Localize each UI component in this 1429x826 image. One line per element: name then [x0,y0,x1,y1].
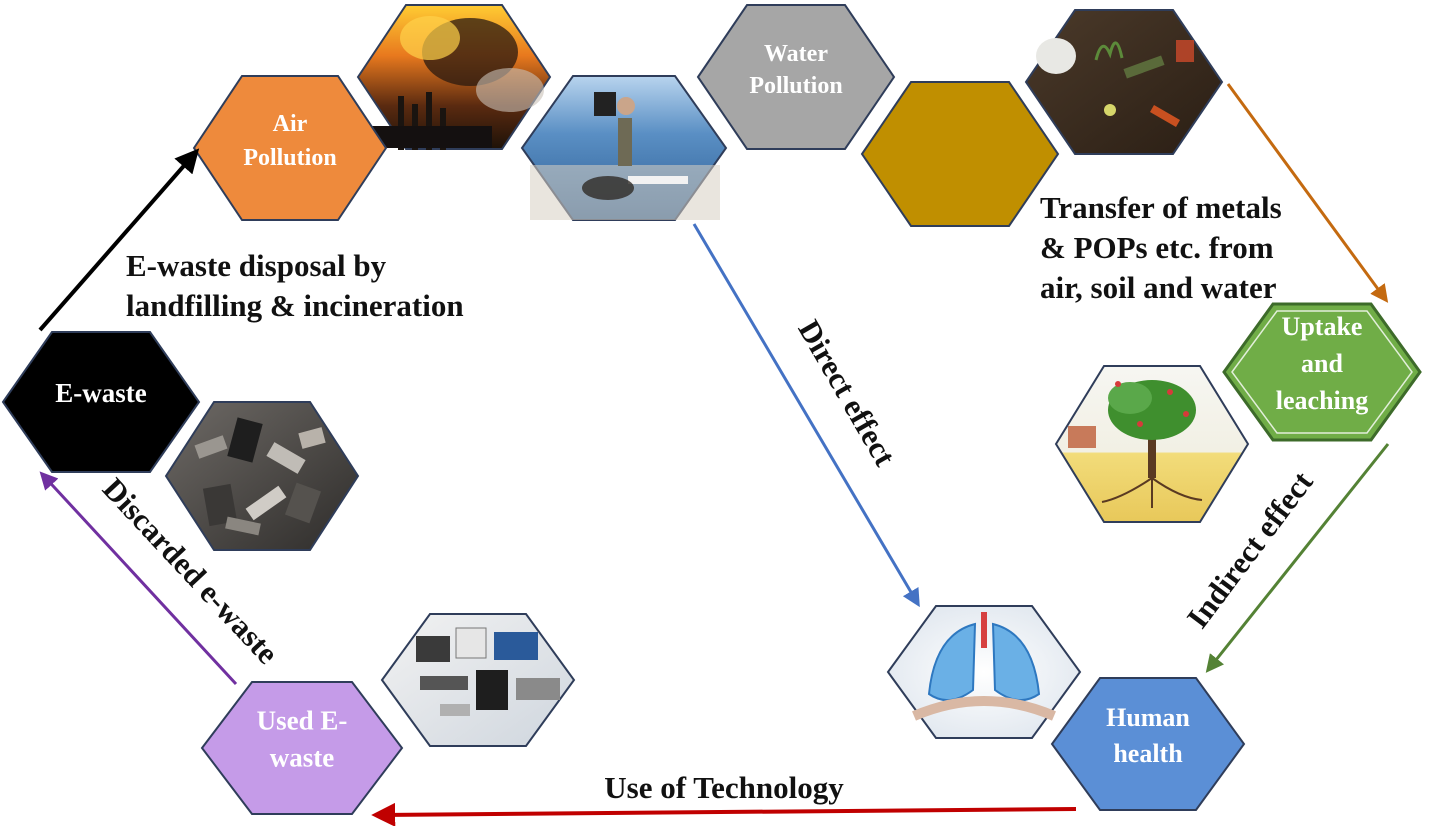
transfer-arrow [1226,83,1389,303]
direct-effect-label: Direct effect [791,314,903,472]
use-of-technology-label: Use of Technology [604,770,844,805]
ewaste-label: E-waste [55,378,146,408]
electronics-image [380,613,576,747]
direct-effect-arrow [692,223,920,608]
indirect-effect-arrow [1205,443,1390,673]
disposal-arrow [38,148,200,332]
used-ewaste-node: Used E-waste [200,681,404,815]
discarded-arrow [39,471,238,686]
ewaste-pile-image [164,401,360,551]
ewaste-node: E-waste [1,331,201,473]
use-of-technology-arrow [371,802,1077,826]
factory-smoke-image [356,4,552,150]
soil-debris-image [1024,9,1224,155]
plant-uptake-image [1054,365,1250,523]
waste-dumping-image [520,75,728,221]
soil-pollution-node [860,81,1060,227]
used-ewaste-label: Used E-waste [257,706,348,773]
lungs-image [886,605,1082,739]
